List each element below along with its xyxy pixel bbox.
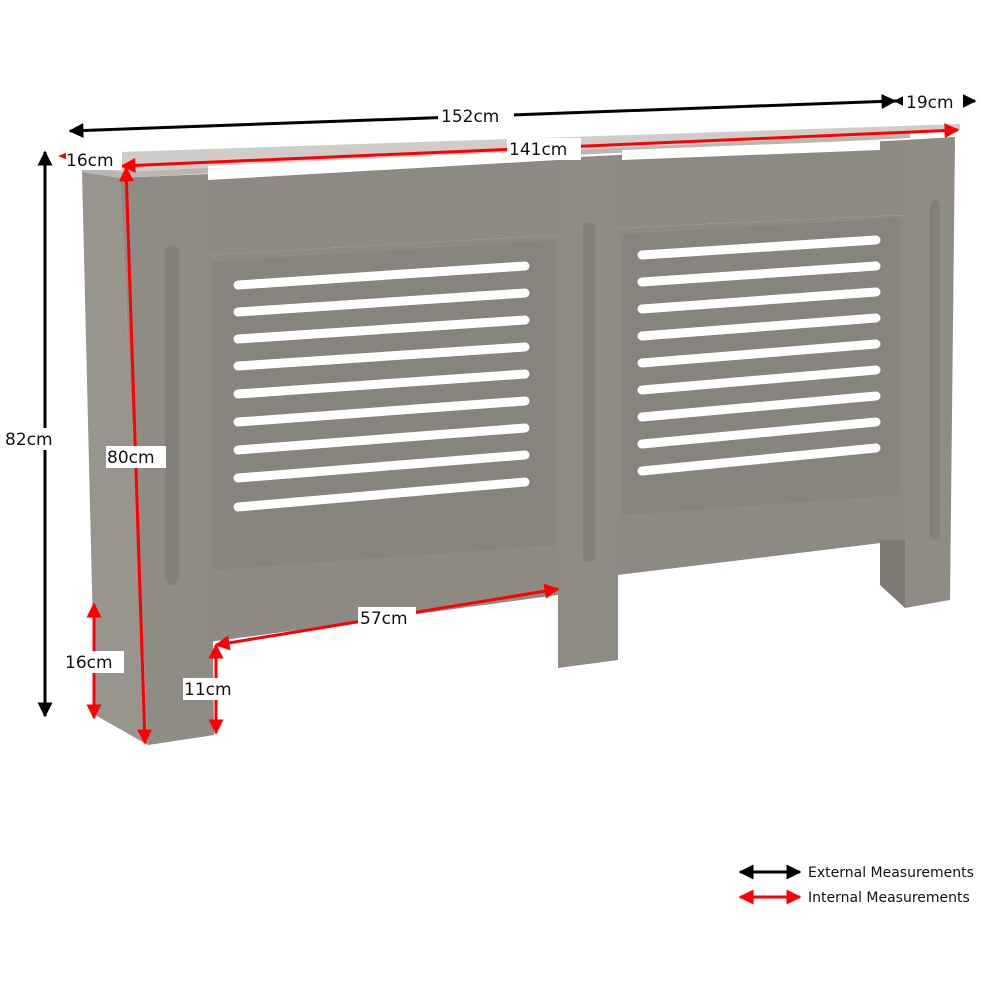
groove	[930, 200, 940, 540]
legend-label-internal: Internal Measurements	[808, 890, 970, 906]
label-11cm: 11cm	[184, 680, 232, 700]
label-57cm: 57cm	[360, 609, 408, 629]
left-panel-slots	[233, 261, 530, 512]
label-152cm: 152cm	[441, 107, 499, 127]
label-16cm-leg: 16cm	[65, 653, 113, 673]
legend-item-external: External Measurements	[738, 864, 974, 881]
legend: External Measurements Internal Measureme…	[738, 864, 974, 906]
legend-item-internal: Internal Measurements	[738, 889, 970, 906]
label-19cm: 19cm	[906, 93, 954, 113]
groove	[583, 222, 595, 562]
radiator-cover	[80, 124, 960, 745]
groove	[165, 245, 179, 585]
label-16cm-depth: 16cm	[66, 151, 114, 171]
label-82cm: 82cm	[5, 430, 53, 450]
measurement-labels: 152cm 19cm 82cm 141cm 16cm 80cm 57cm 16c…	[2, 91, 963, 700]
legend-label-external: External Measurements	[808, 865, 974, 881]
label-141cm: 141cm	[509, 140, 567, 160]
label-80cm: 80cm	[107, 448, 155, 468]
right-panel-slots	[637, 235, 881, 476]
